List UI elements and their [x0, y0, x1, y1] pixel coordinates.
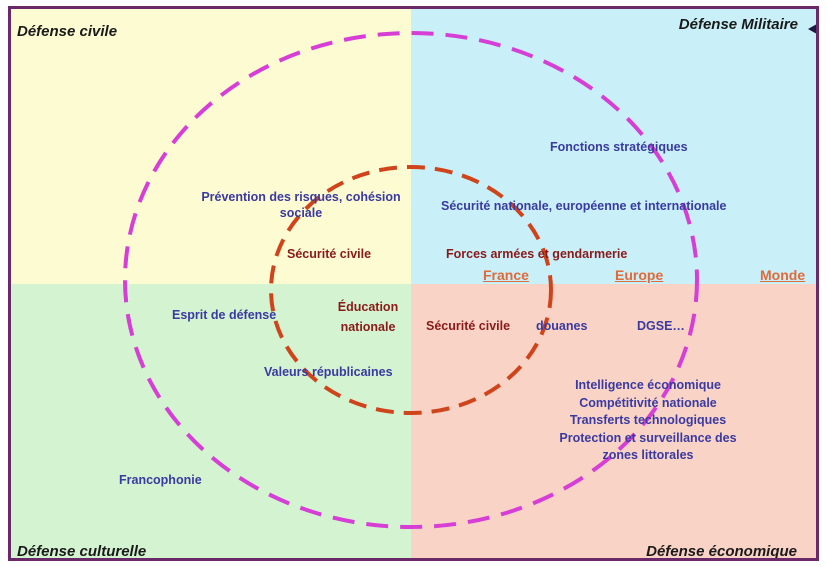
label-prevention: Prévention des risques, cohésion sociale	[201, 189, 401, 221]
scope-france: France	[483, 267, 529, 283]
inner-ring-france	[269, 165, 553, 415]
outer-ring-monde	[123, 31, 699, 529]
label-forces-armees: Forces armées et gendarmerie	[446, 247, 628, 261]
title-defense-civile: Défense civile	[17, 23, 118, 40]
diagram-frame: Défense civile Défense Militaire Défense…	[8, 6, 819, 561]
scope-monde: Monde	[760, 267, 806, 283]
label-education-nationale: Éducation nationale	[325, 299, 411, 335]
quadrant-defense-culturelle	[11, 284, 411, 558]
title-defense-culturelle: Défense culturelle	[17, 543, 147, 560]
label-dgse: DGSE…	[637, 319, 685, 333]
arrow-icon	[808, 24, 816, 34]
label-prevention-line1: Prévention des risques, cohésion	[201, 190, 401, 204]
label-eco-line1: Intelligence économique	[575, 378, 721, 392]
scope-europe: Europe	[615, 267, 664, 283]
label-securite-civile-bottom: Sécurité civile	[426, 319, 511, 333]
label-eco-line5: zones littorales	[602, 448, 694, 462]
title-defense-economique: Défense économique	[646, 543, 797, 560]
label-valeurs-republicaines: Valeurs républicaines	[264, 365, 393, 379]
label-securite-nationale: Sécurité nationale, européenne et intern…	[441, 199, 727, 213]
quadrant-defense-civile	[11, 9, 411, 284]
label-douanes: douanes	[536, 319, 588, 333]
label-education-line1: Éducation	[337, 300, 399, 314]
quadrant-defense-militaire	[411, 9, 816, 284]
label-securite-civile-top: Sécurité civile	[287, 247, 372, 261]
label-esprit-defense: Esprit de défense	[172, 308, 277, 322]
label-prevention-line2: sociale	[279, 206, 323, 220]
label-francophonie: Francophonie	[119, 473, 202, 487]
label-eco-line4: Protection et surveillance des	[559, 430, 737, 445]
label-defense-economique-list: Intelligence économique Compétitivité na…	[538, 377, 758, 465]
label-education-line2: nationale	[340, 320, 396, 334]
title-defense-militaire: Défense Militaire	[678, 16, 798, 33]
label-eco-line2: Compétitivité nationale	[579, 395, 717, 410]
quadrant-defense-economique	[411, 284, 816, 558]
label-eco-line3: Transferts technologiques	[569, 413, 727, 427]
rings	[123, 31, 699, 529]
label-fonctions-strategiques: Fonctions stratégiques	[550, 140, 688, 154]
